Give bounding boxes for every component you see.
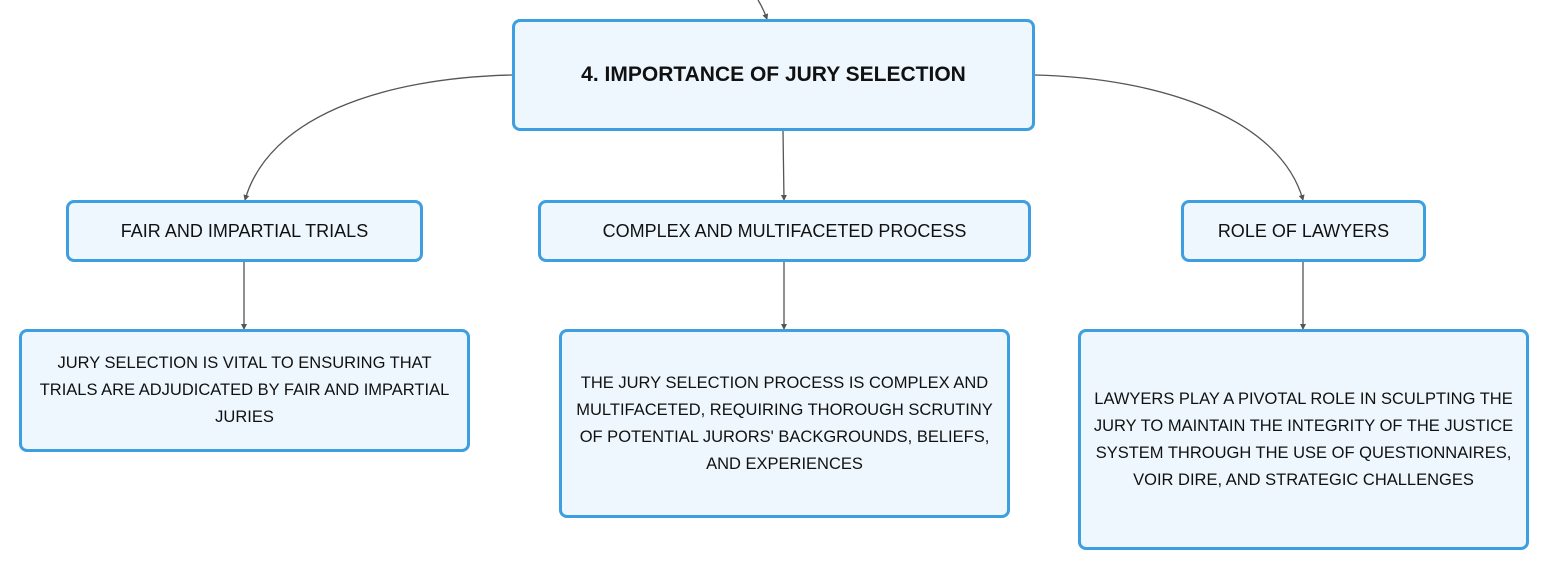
branch-label-complex-process: COMPLEX AND MULTIFACETED PROCESS — [602, 220, 967, 241]
detail-node-complex-process[interactable]: THE JURY SELECTION PROCESS IS COMPLEX AN… — [559, 329, 1010, 518]
branch-node-fair-impartial-trials[interactable]: FAIR AND IMPARTIAL TRIALS — [66, 200, 423, 262]
detail-node-fair-impartial-trials[interactable]: JURY SELECTION IS VITAL TO ENSURING THAT… — [19, 329, 470, 452]
branch-node-complex-process[interactable]: COMPLEX AND MULTIFACETED PROCESS — [538, 200, 1031, 262]
branch-label-fair-impartial-trials: FAIR AND IMPARTIAL TRIALS — [120, 220, 369, 241]
branch-label-role-of-lawyers: ROLE OF LAWYERS — [1217, 220, 1390, 241]
root-topic-label: 4. IMPORTANCE OF JURY SELECTION — [581, 63, 966, 86]
detail-text-fair-impartial-trials: JURY SELECTION IS VITAL TO ENSURING THAT… — [39, 354, 450, 426]
connector-root-to-branch-3 — [1034, 74, 1305, 201]
detail-text-role-of-lawyers: LAWYERS PLAY A PIVOTAL ROLE IN SCULPTING… — [1093, 389, 1514, 489]
root-topic-node[interactable]: 4. IMPORTANCE OF JURY SELECTION — [512, 19, 1035, 131]
connector-incoming — [757, 0, 769, 20]
connector-root-to-branch-2 — [780, 130, 787, 201]
detail-text-complex-process: THE JURY SELECTION PROCESS IS COMPLEX AN… — [576, 373, 993, 473]
branch-node-role-of-lawyers[interactable]: ROLE OF LAWYERS — [1181, 200, 1426, 262]
connector-root-to-branch-1 — [243, 74, 513, 201]
detail-node-role-of-lawyers[interactable]: LAWYERS PLAY A PIVOTAL ROLE IN SCULPTING… — [1078, 329, 1529, 550]
